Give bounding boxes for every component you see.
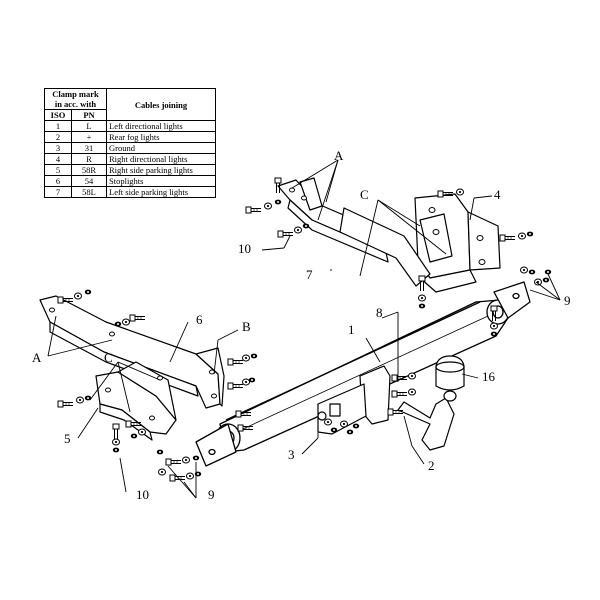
label-9-right: 9 (564, 293, 571, 308)
label-A-top: A (334, 148, 344, 163)
label-A-left: A (32, 350, 42, 365)
washer-icon (74, 292, 82, 300)
ball-cover (435, 355, 465, 391)
bolt-icon (391, 390, 408, 398)
bolt-icon (277, 230, 294, 238)
leader-lines (47, 159, 561, 499)
washer-icon (520, 266, 528, 274)
bolt-icon (112, 423, 120, 440)
washer-icon (186, 472, 194, 480)
washer-icon (122, 318, 130, 326)
nut-icon (346, 429, 354, 435)
bolt-icon (245, 206, 262, 214)
nut-icon (490, 331, 498, 337)
label-2: 2 (428, 458, 435, 473)
nut-icon (250, 353, 258, 359)
label-B: B (242, 319, 251, 334)
bolt-icon (227, 382, 244, 390)
nut-icon (192, 455, 200, 461)
washer-icon (242, 354, 250, 362)
label-3: 3 (288, 447, 295, 462)
bolt-icon (165, 458, 182, 466)
part-labels: A C 4 10 7 9 8 1 16 6 B A C 5 10 9 3 2 (32, 148, 571, 502)
right-side-bracket (277, 177, 501, 293)
nut-icon (248, 377, 256, 383)
label-8: 8 (376, 305, 383, 320)
washer-icon (294, 226, 302, 234)
washer-icon (76, 396, 84, 404)
nut-icon (156, 449, 164, 455)
nut-icon (418, 303, 426, 309)
washer-icon (490, 322, 498, 330)
washer-icon (112, 438, 120, 446)
clamp-mark-header-line1: Clamp mark (52, 89, 99, 99)
label-C-left: C (104, 350, 113, 365)
nut-icon (114, 321, 122, 327)
washer-icon (456, 188, 464, 196)
nut-icon (84, 289, 92, 295)
main-crossbar (195, 281, 531, 467)
label-16: 16 (482, 369, 496, 384)
nut-icon (130, 433, 138, 439)
label-10-top: 10 (238, 241, 251, 256)
nut-icon (330, 427, 338, 433)
washer-icon (340, 420, 348, 428)
nut-icon (544, 269, 552, 275)
washer-icon (158, 468, 166, 476)
cable-cell: Left side parking lights (106, 186, 216, 198)
clamp-mark-header-line2: in acc. with (54, 99, 97, 109)
washer-icon (408, 388, 416, 396)
label-7: 7 (306, 267, 313, 282)
bracket-holes-top (289, 187, 486, 265)
label-1: 1 (348, 322, 355, 337)
nut-icon (526, 231, 534, 237)
washer-icon (264, 202, 272, 210)
label-9-bottom: 9 (208, 487, 215, 502)
bolt-icon (499, 234, 516, 242)
label-5: 5 (64, 431, 71, 446)
bolt-icon (57, 400, 74, 408)
bolt-icon (418, 275, 426, 292)
tow-ball-mount-plate (317, 365, 391, 435)
washer-icon (518, 232, 526, 240)
washer-icon (138, 428, 146, 436)
label-6: 6 (196, 312, 203, 327)
bolt-icon (169, 474, 186, 482)
tow-ball-neck (397, 390, 457, 451)
nut-icon (302, 223, 310, 229)
washer-icon (534, 278, 542, 286)
label-10-bottom: 10 (136, 487, 149, 502)
cable-connection-table: Clamp mark in acc. with Cables joining I… (44, 88, 216, 198)
bolt-icon (129, 314, 146, 322)
washer-icon (408, 372, 416, 380)
washer-icon (418, 294, 426, 302)
nut-icon (274, 199, 282, 205)
nut-icon (542, 277, 550, 283)
nut-icon (352, 423, 360, 429)
bolt-icon (227, 358, 244, 366)
washer-icon (324, 418, 332, 426)
washer-icon (242, 378, 250, 386)
pn-cell: 58L (71, 186, 107, 198)
label-C-top: C (360, 187, 369, 202)
label-4: 4 (494, 187, 501, 202)
washer-icon (182, 456, 190, 464)
nut-icon (528, 269, 536, 275)
nut-icon (112, 447, 120, 453)
